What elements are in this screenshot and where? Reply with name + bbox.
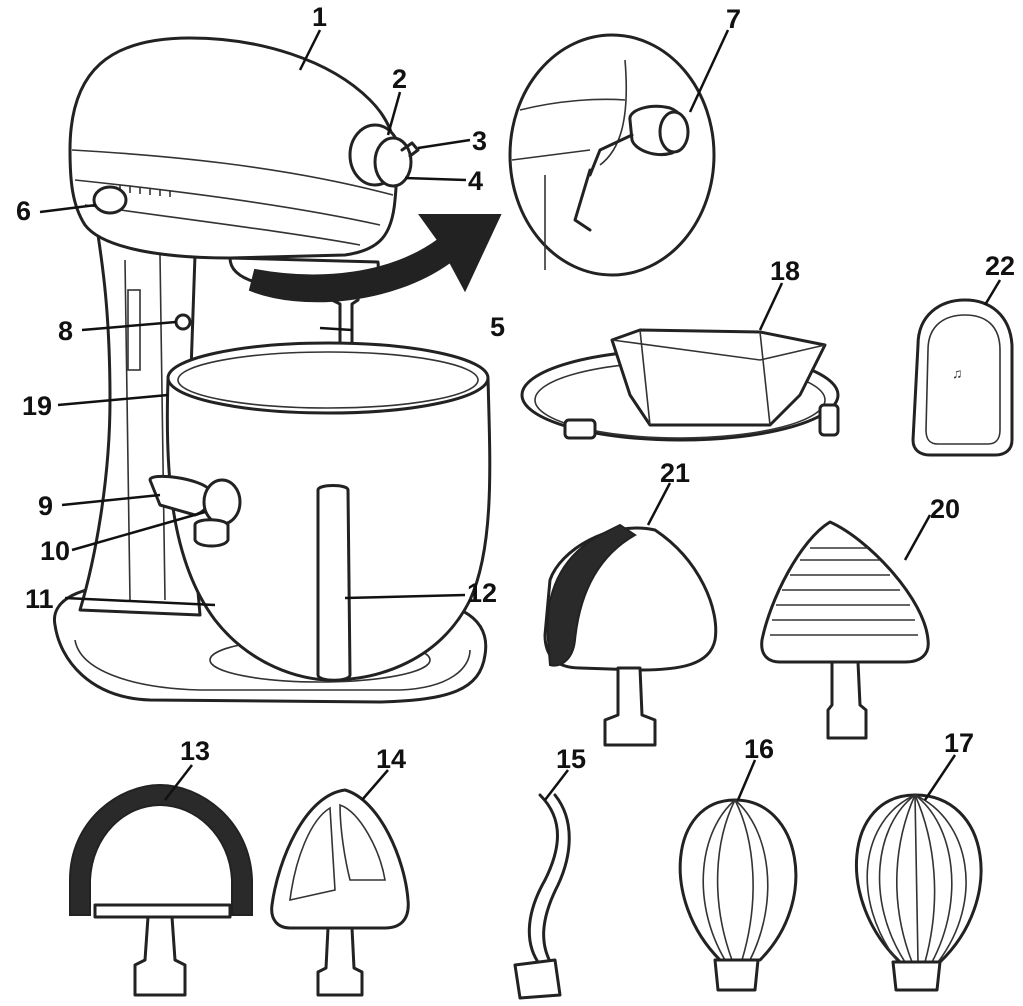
label-10: 10 xyxy=(40,536,70,566)
label-11: 11 xyxy=(25,584,54,614)
label-14: 14 xyxy=(376,744,406,774)
wire-whip xyxy=(678,798,798,992)
flex-edge-beater xyxy=(69,783,253,997)
bowl-lift-lock xyxy=(174,313,192,331)
stand-mixer xyxy=(52,36,502,704)
bowl-scraper: ♫ xyxy=(911,298,1014,457)
label-7: 7 xyxy=(726,4,741,34)
label-4: 4 xyxy=(468,166,483,196)
label-18: 18 xyxy=(770,256,800,286)
label-6: 6 xyxy=(16,196,31,226)
bowl-rim xyxy=(166,341,490,415)
label-21: 21 xyxy=(660,458,690,488)
label-15: 15 xyxy=(556,744,586,774)
flex-edge-beater-side xyxy=(543,523,718,747)
speed-slot xyxy=(127,289,141,371)
label-22: 22 xyxy=(985,251,1015,281)
label-12: 12 xyxy=(467,578,497,608)
label-19: 19 xyxy=(22,391,52,421)
part-number-labels: 1 2 3 4 5 6 7 8 9 10 11 12 13 14 15 16 1… xyxy=(16,2,1015,774)
label-17: 17 xyxy=(944,728,974,758)
label-9: 9 xyxy=(38,491,53,521)
svg-text:♫: ♫ xyxy=(952,365,963,381)
leader-lines xyxy=(39,29,1002,801)
label-13: 13 xyxy=(180,736,210,766)
label-2: 2 xyxy=(392,64,407,94)
speed-control-lever xyxy=(92,185,128,215)
label-1: 1 xyxy=(312,2,327,32)
pastry-beater xyxy=(760,520,930,740)
dough-hook xyxy=(513,793,571,1000)
bowl-post xyxy=(193,518,230,548)
label-16: 16 xyxy=(744,734,774,764)
label-5: 5 xyxy=(490,312,505,342)
label-3: 3 xyxy=(472,126,487,156)
tilt-head-lock-inset xyxy=(508,33,716,277)
mixing-bowl xyxy=(148,341,492,682)
bowl-handle xyxy=(316,484,352,682)
tilt-head-arrow xyxy=(248,214,502,303)
label-8: 8 xyxy=(58,316,73,346)
flat-beater xyxy=(270,788,410,997)
label-20: 20 xyxy=(930,494,960,524)
pouring-shield xyxy=(520,328,840,442)
eleven-wire-whip xyxy=(854,793,983,992)
